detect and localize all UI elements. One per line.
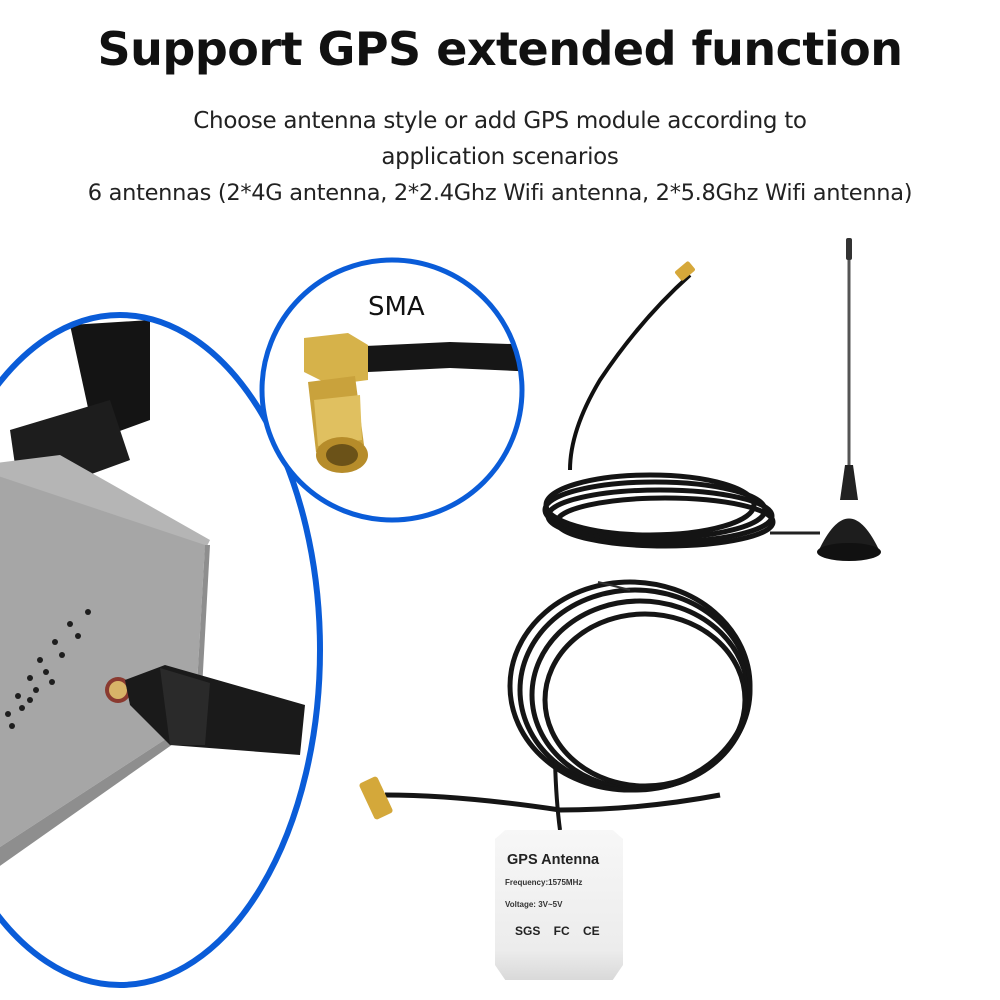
sma-label: SMA bbox=[368, 292, 425, 322]
gps-antenna-image bbox=[359, 579, 753, 831]
subtitle-line-2: application scenarios bbox=[381, 144, 619, 170]
certification-marks: SGS FC CE bbox=[515, 924, 600, 938]
highlight-circle-small bbox=[259, 257, 525, 523]
antenna-spec-line: 6 antennas (2*4G antenna, 2*2.4Ghz Wifi … bbox=[87, 180, 913, 206]
magnetic-4g-antenna-image bbox=[542, 238, 881, 561]
gps-voltage-label: Voltage: 3V~5V bbox=[505, 900, 563, 909]
gps-module-title: GPS Antenna bbox=[507, 852, 600, 868]
gps-antenna-module: GPS Antenna Frequency:1575MHz Voltage: 3… bbox=[495, 830, 623, 980]
page-title: Support GPS extended function bbox=[97, 22, 903, 76]
router-closeup-image bbox=[0, 312, 323, 988]
gps-frequency-label: Frequency:1575MHz bbox=[505, 878, 583, 887]
sma-connector-callout bbox=[259, 257, 525, 523]
highlight-circle-large bbox=[0, 312, 323, 988]
subtitle-line-1: Choose antenna style or add GPS module a… bbox=[193, 108, 807, 134]
